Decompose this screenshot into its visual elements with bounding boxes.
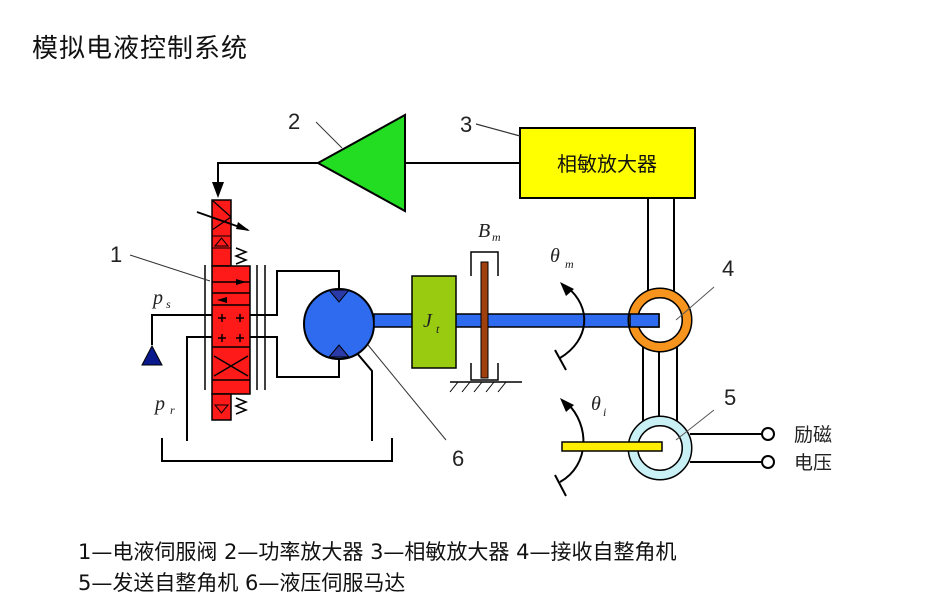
legend-line-2: 5—发送自整角机 6—液压伺服马达 xyxy=(78,571,406,595)
label-1: 1 xyxy=(110,242,122,267)
theta-m-subscript: m xyxy=(565,257,574,271)
pr-symbol: p xyxy=(153,393,165,415)
theta-m-rotation-arrow: θ m xyxy=(550,245,586,371)
theta-m-symbol: θ xyxy=(550,245,560,267)
damper: B m xyxy=(449,220,522,393)
ps-symbol: p xyxy=(151,287,163,309)
legend-line-1: 1—电液伺服阀 2—功率放大器 3—相敏放大器 4—接收自整角机 xyxy=(78,540,677,564)
inertia-block: J t xyxy=(411,275,457,369)
label-3: 3 xyxy=(460,112,472,137)
excitation-terminal-2 xyxy=(761,455,775,469)
supply-line: p s xyxy=(141,287,212,366)
receiver-synchro: 4 xyxy=(627,256,734,353)
jt-subscript: t xyxy=(436,322,440,336)
signal-line-to-valve xyxy=(212,162,318,198)
theta-i-subscript: i xyxy=(603,405,606,419)
excitation-label-line2: 电压 xyxy=(794,452,832,474)
excitation-label-line1: 励磁 xyxy=(794,424,832,446)
synchro-wires xyxy=(642,198,678,422)
excitation-terminal-1 xyxy=(761,427,775,441)
label-2: 2 xyxy=(288,109,300,134)
theta-i-symbol: θ xyxy=(591,393,601,415)
bm-subscript: m xyxy=(492,230,501,244)
return-line: p r xyxy=(153,336,212,441)
power-amplifier: 2 xyxy=(288,109,406,213)
reservoir xyxy=(161,438,393,462)
amplifier-box-text: 相敏放大器 xyxy=(557,152,657,176)
motor-supply-lines xyxy=(250,270,373,441)
label-5: 5 xyxy=(724,385,736,410)
label-4: 4 xyxy=(722,256,734,281)
bm-symbol: B xyxy=(478,220,490,242)
label-6: 6 xyxy=(452,446,464,471)
phase-sensitive-amplifier: 相敏放大器 3 xyxy=(460,112,696,199)
servo-valve: 1 xyxy=(110,199,266,421)
transmitter-synchro: 5 励磁 电压 xyxy=(561,385,832,481)
jt-symbol: J xyxy=(423,310,433,332)
page-title: 模拟电液控制系统 xyxy=(32,34,249,64)
pr-subscript: r xyxy=(170,403,175,417)
ps-subscript: s xyxy=(166,297,171,311)
